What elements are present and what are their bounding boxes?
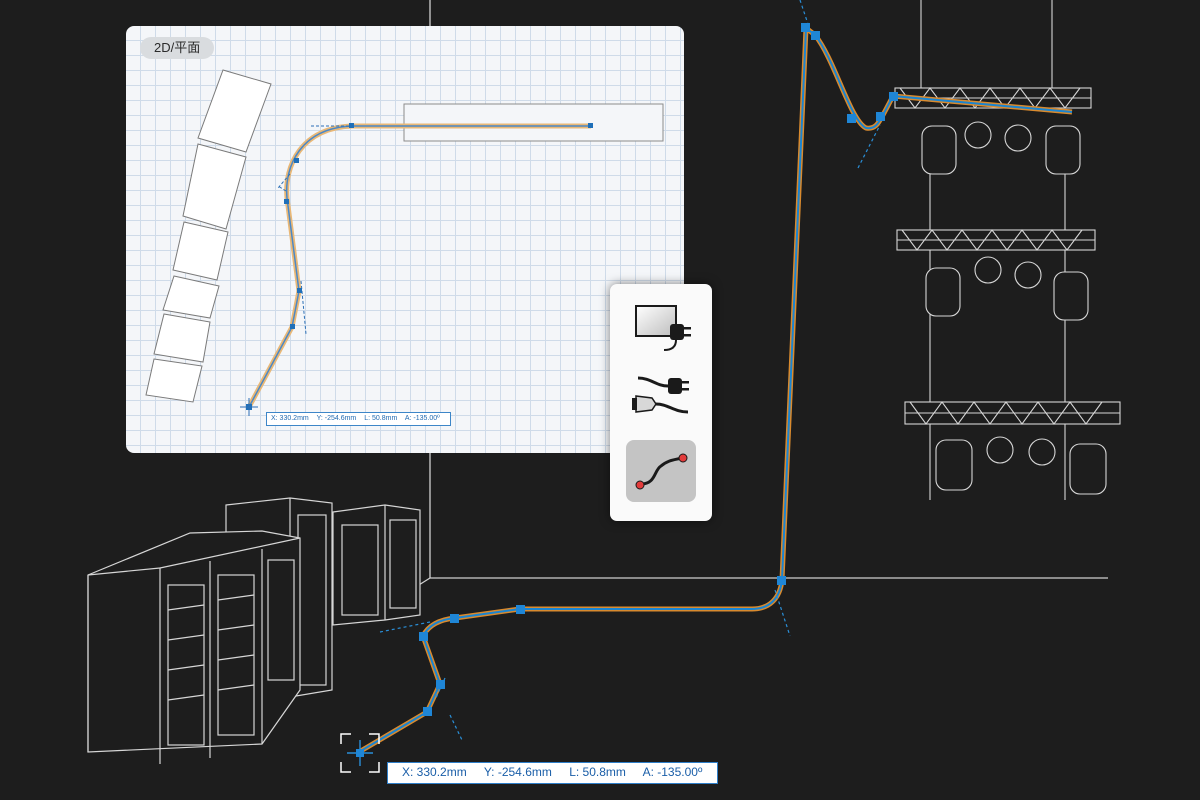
readout-a: A: -135.00º [642, 765, 703, 779]
equipment-racks [87, 497, 421, 764]
plan-coordinate-readout: X: 330.2mm Y: -254.6mm L: 50.8mm A: -135… [266, 412, 451, 426]
plan-readout-a: A: -135.00º [404, 415, 440, 422]
lighting-truss-rig [894, 0, 1121, 500]
readout-x: X: 330.2mm [402, 765, 467, 779]
plan-view-panel[interactable]: 2D/平面 X: 330.2mm Y: -254.6mm L: 50.8mm A… [126, 26, 684, 453]
plan-truss-outline [403, 103, 664, 142]
display-power-icon [635, 305, 691, 351]
bezier-curve-tool-button[interactable] [626, 440, 696, 502]
plan-readout-l: L: 50.8mm [364, 415, 398, 422]
plan-tangent-guides [277, 125, 352, 335]
cable-plugs-tool-button[interactable] [626, 364, 696, 426]
readout-y: Y: -254.6mm [483, 765, 552, 779]
tool-palette [610, 284, 712, 521]
plan-rack-outlines [145, 69, 272, 403]
rack-front [87, 530, 301, 764]
coordinate-readout: X: 330.2mm Y: -254.6mm L: 50.8mm A: -135… [387, 762, 718, 784]
tangent-guides [379, 0, 881, 741]
plan-readout-x: X: 330.2mm [271, 415, 309, 422]
truss-3 [904, 401, 1121, 425]
crosshair-cursor-icon [340, 733, 380, 773]
plan-crosshair-icon [240, 398, 258, 416]
moving-head-lights [921, 121, 1107, 495]
plan-readout-y: Y: -254.6mm [316, 415, 357, 422]
display-power-tool-button[interactable] [626, 294, 696, 356]
readout-l: L: 50.8mm [569, 765, 626, 779]
plan-drawing[interactable] [126, 26, 684, 453]
cable-control-points[interactable] [419, 23, 898, 716]
cable-plugs-icon [632, 376, 689, 414]
plan-cable-path[interactable] [246, 123, 591, 409]
truss-2 [896, 229, 1096, 251]
view-mode-tab-2d[interactable]: 2D/平面 [140, 37, 215, 59]
bezier-curve-icon [635, 453, 688, 490]
rack-back-right [332, 504, 421, 626]
